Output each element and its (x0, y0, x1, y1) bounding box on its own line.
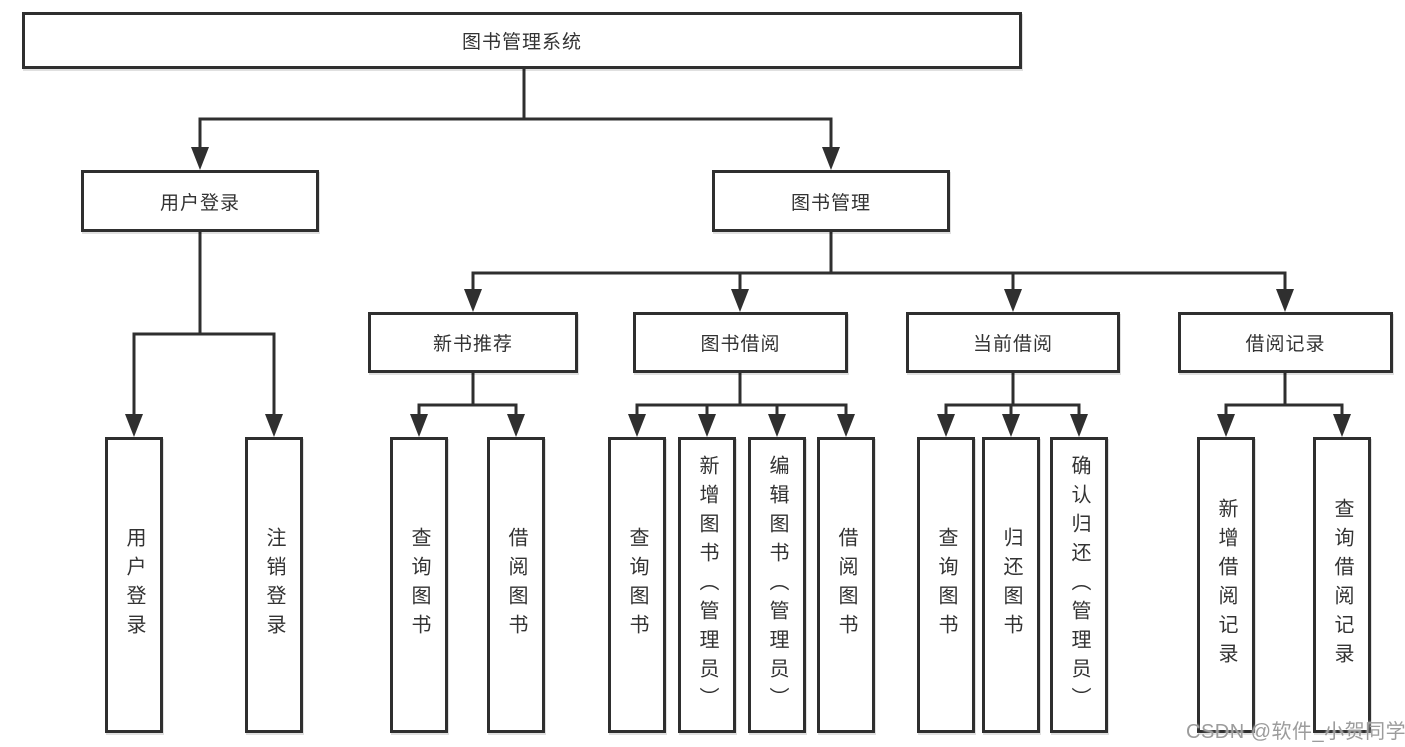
arrow-down-icon (768, 414, 786, 437)
arrow-down-icon (1002, 414, 1020, 437)
arrow-down-icon (698, 414, 716, 437)
arrow-down-icon (1070, 414, 1088, 437)
arrow-down-icon (507, 414, 525, 437)
node-book-management: 图书管理 (712, 170, 950, 232)
leaf-query-books-borrow: 查询图书 (608, 437, 666, 733)
arrow-down-icon (1004, 289, 1022, 312)
leaf-borrow-books-recommend: 借阅图书 (487, 437, 545, 733)
leaf-query-books-recommend: 查询图书 (390, 437, 448, 733)
arrow-down-icon (1276, 289, 1294, 312)
node-root-library-system: 图书管理系统 (22, 12, 1022, 69)
watermark: CSDN @软件_小贺同学 (1186, 721, 1405, 743)
leaf-user-login: 用户登录 (105, 437, 163, 733)
leaf-add-borrow-record: 新增借阅记录 (1197, 437, 1255, 733)
node-new-book-recommend: 新书推荐 (368, 312, 578, 373)
arrow-down-icon (837, 414, 855, 437)
arrow-down-icon (125, 414, 143, 437)
arrow-down-icon (731, 289, 749, 312)
arrow-down-icon (937, 414, 955, 437)
leaf-return-books: 归还图书 (982, 437, 1040, 733)
arrow-down-icon (628, 414, 646, 437)
leaf-borrow-books-borrow: 借阅图书 (817, 437, 875, 733)
node-book-borrow: 图书借阅 (633, 312, 848, 373)
node-borrow-records: 借阅记录 (1178, 312, 1393, 373)
leaf-query-borrow-record: 查询借阅记录 (1313, 437, 1371, 733)
leaf-logout-login: 注销登录 (245, 437, 303, 733)
node-current-borrow: 当前借阅 (906, 312, 1120, 373)
arrow-down-icon (265, 414, 283, 437)
arrow-down-icon (410, 414, 428, 437)
arrow-down-icon (822, 147, 840, 170)
arrow-down-icon (464, 289, 482, 312)
node-user-login: 用户登录 (81, 170, 319, 232)
leaf-confirm-return-admin: 确认归还（管理员） (1050, 437, 1108, 733)
arrow-down-icon (1217, 414, 1235, 437)
leaf-edit-book-admin: 编辑图书（管理员） (748, 437, 806, 733)
leaf-add-book-admin: 新增图书（管理员） (678, 437, 736, 733)
leaf-query-books-current: 查询图书 (917, 437, 975, 733)
arrow-down-icon (1333, 414, 1351, 437)
arrow-down-icon (191, 147, 209, 170)
